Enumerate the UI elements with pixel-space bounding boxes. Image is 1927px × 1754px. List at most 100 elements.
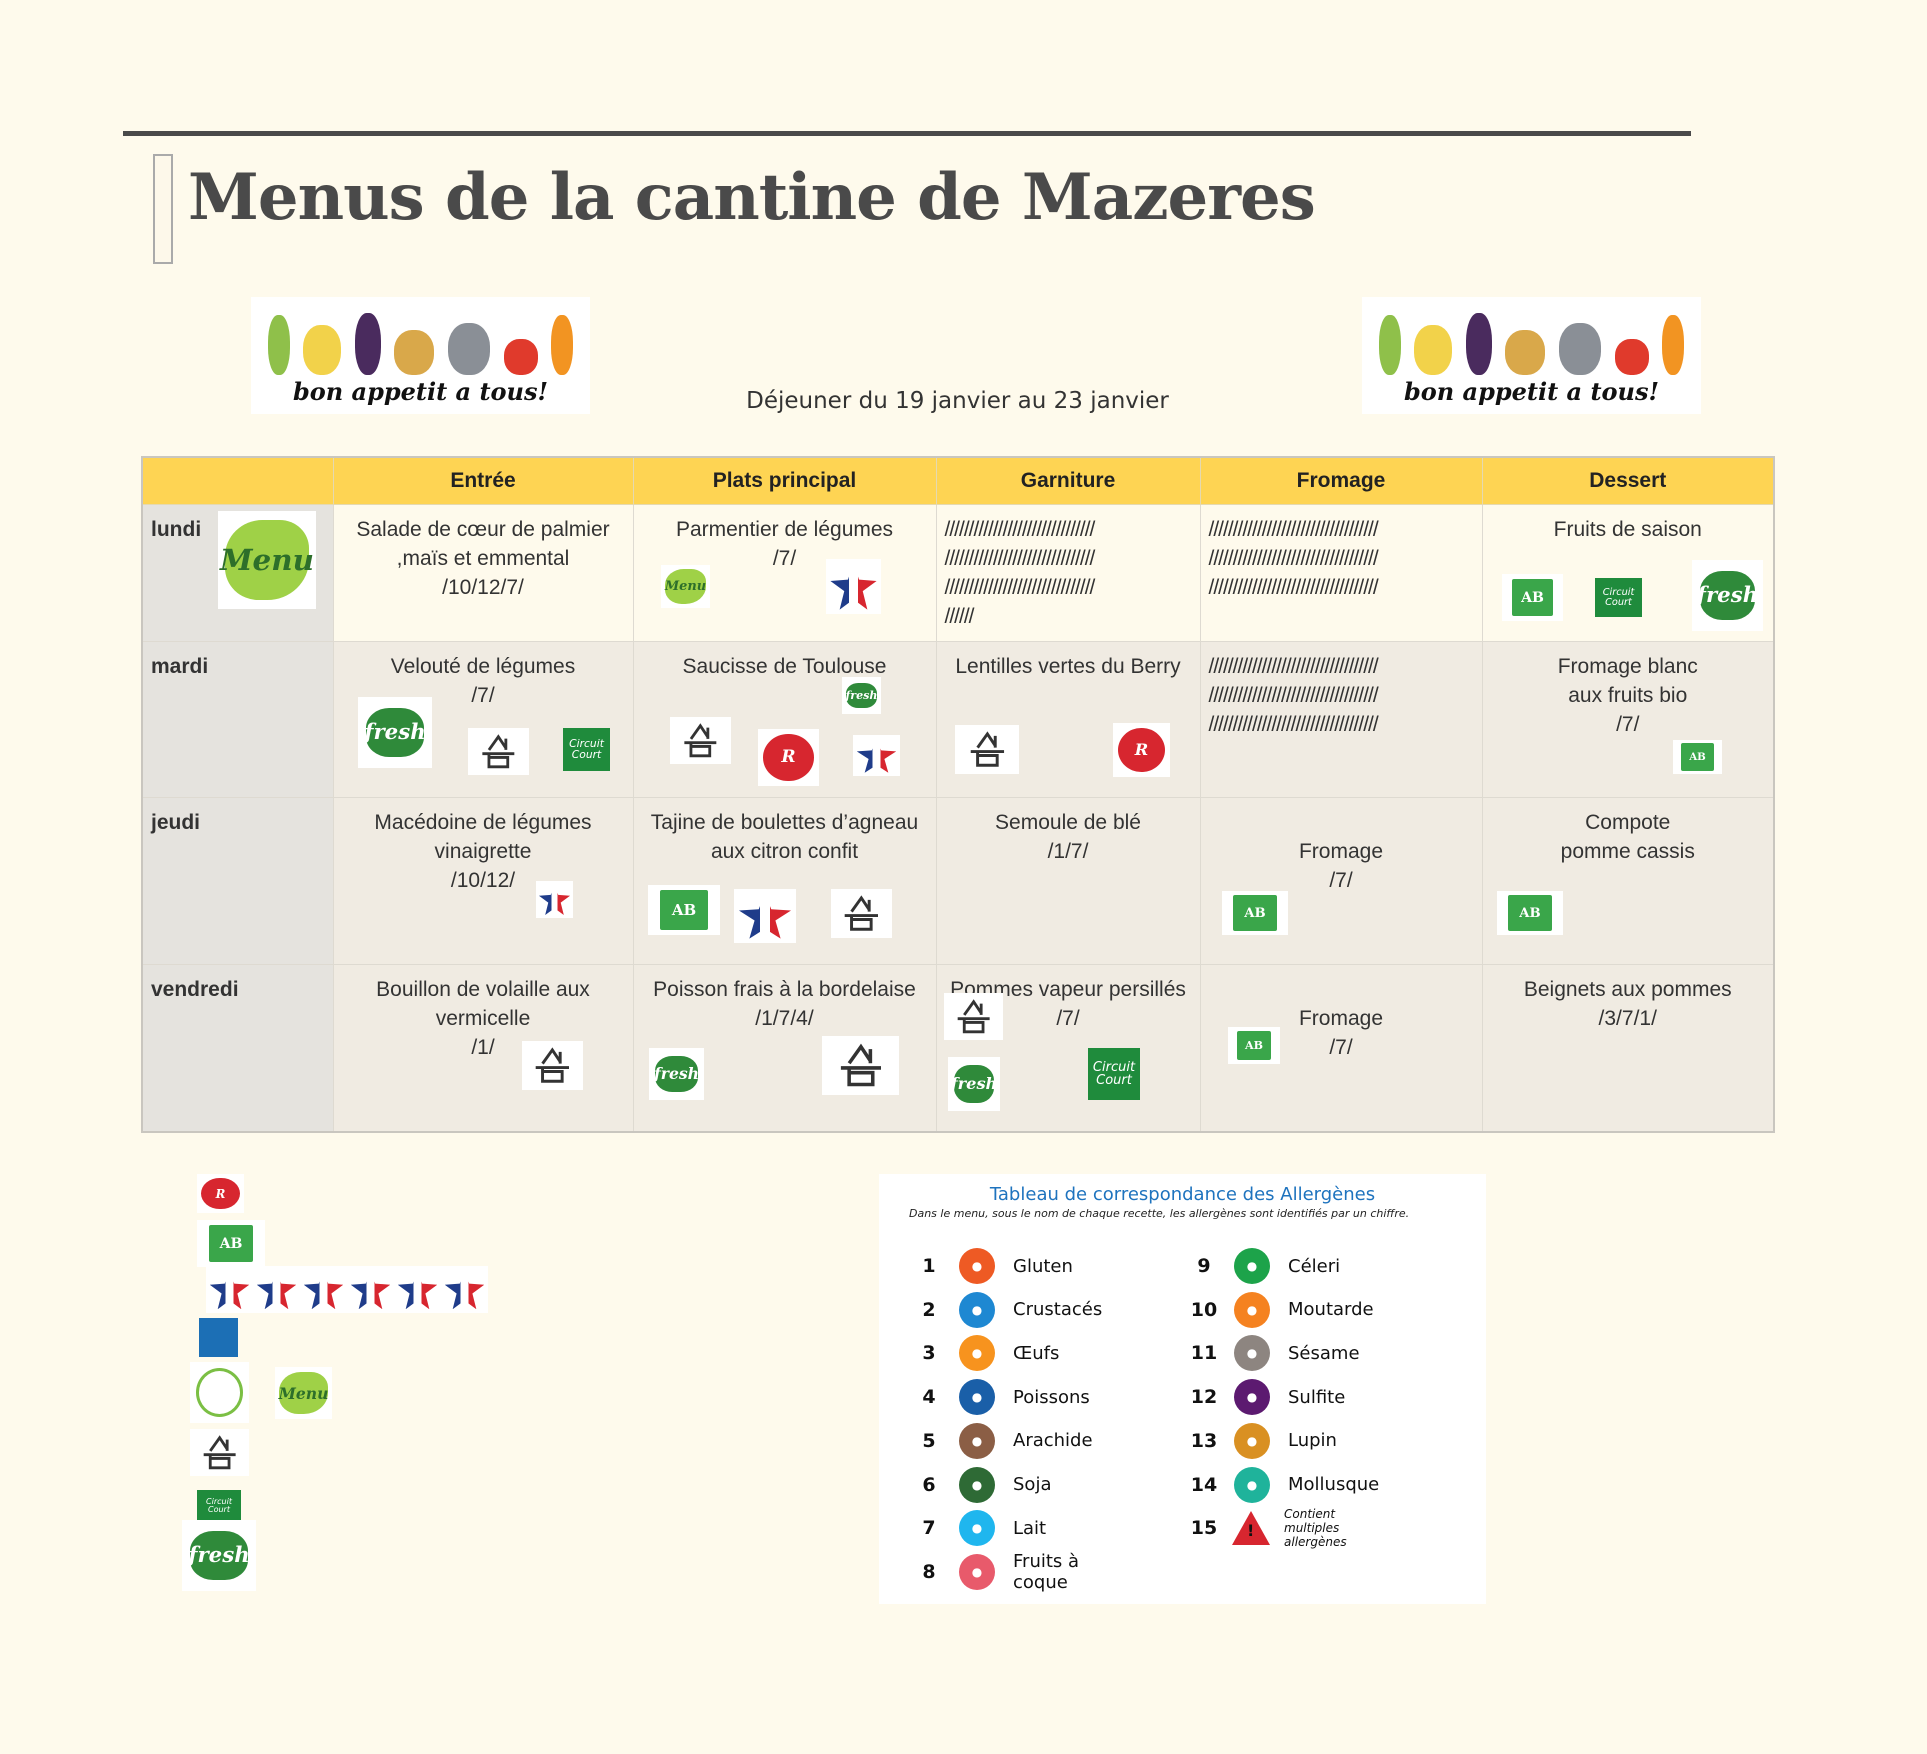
allergen-label: Gluten — [1013, 1255, 1073, 1277]
allergen-icon: ● — [1234, 1335, 1270, 1372]
origine-france-logo — [826, 559, 881, 614]
allergen-label: Arachide — [1013, 1430, 1093, 1452]
agriculture-biologique-logo: AB — [1222, 891, 1288, 935]
column-header: Fromage — [1199, 456, 1483, 505]
allergen-icon: ● — [959, 1291, 995, 1328]
agriculture-biologique-logo: AB — [1673, 740, 1722, 774]
allergen-item: 14●Mollusque — [1182, 1465, 1379, 1505]
column-header — [141, 456, 334, 505]
allergen-label: Mollusque — [1288, 1474, 1380, 1495]
origine-france-logo — [300, 1266, 347, 1313]
allergen-title: Tableau de correspondance des Allergènes — [989, 1184, 1376, 1205]
allergen-number: 2 — [922, 1298, 936, 1321]
fresh-food-logo: fresh — [649, 1048, 704, 1100]
allergen-icon: ● — [959, 1422, 995, 1459]
allergen-item: 8●Fruits à coque — [907, 1550, 1123, 1593]
allergen-icon: ● — [959, 1248, 995, 1284]
circuit-court-logo: Circuit Court — [197, 1490, 241, 1522]
allergen-number: 1 — [922, 1255, 936, 1277]
allergen-label: Œufs — [1013, 1342, 1060, 1364]
allergen-number: 7 — [922, 1517, 936, 1540]
allergen-label: Céleri — [1288, 1255, 1341, 1277]
allergen-item: 5 ● Arachide — [907, 1421, 1093, 1461]
day-label: vendredi — [141, 963, 334, 1133]
allergen-item: 2 ● Crustacés — [907, 1290, 1102, 1330]
allergen-item: 3●Œufs — [907, 1333, 1059, 1373]
allergen-icon: ● — [1234, 1422, 1270, 1459]
allergen-label: Crustacés — [1013, 1299, 1103, 1321]
fait-maison-icon — [670, 717, 731, 764]
allergen-icon: ● — [959, 1335, 995, 1372]
menu-vegetarien-logo: Menu — [218, 511, 316, 609]
agriculture-biologique-logo: AB — [197, 1220, 265, 1267]
allergen-item: 11●Sésame — [1182, 1333, 1360, 1373]
banner-slogan: bon appetit a tous! — [292, 377, 549, 406]
day-label: mardi — [141, 640, 334, 798]
allergen-item: 12 ● Sulfite — [1182, 1377, 1345, 1417]
table-row: jeudi Macédoine de légumes vinaigrette /… — [141, 796, 1775, 965]
column-header: Plats principal — [632, 456, 937, 505]
allergen-number: 9 — [1197, 1255, 1211, 1277]
day-label: jeudi — [141, 796, 334, 965]
menu-cell: Salade de cœur de palmier ,maïs et emmen… — [332, 503, 634, 642]
title-bracket — [153, 154, 173, 264]
allergen-label: Soja — [1013, 1474, 1052, 1495]
msc-peche-durable-logo — [199, 1318, 238, 1357]
circuit-court-logo: Circuit Court — [1595, 578, 1642, 617]
menu-vegetarien-logo: Menu — [661, 565, 710, 608]
label-rouge-logo: R — [1113, 723, 1170, 777]
warning-icon — [1232, 1511, 1270, 1546]
menu-cell: Semoule de blé /1/7/ — [935, 796, 1201, 965]
allergen-icon: ● — [1234, 1248, 1270, 1284]
allergen-icon: ● — [1234, 1291, 1270, 1328]
allergen-subtitle: Dans le menu, sous le nom de chaque rece… — [909, 1207, 1410, 1220]
fait-maison-icon — [822, 1036, 899, 1095]
vegetable-logo — [190, 1362, 249, 1423]
allergen-icon: ● — [1234, 1379, 1270, 1416]
banner-right: bon appetit a tous! — [1362, 297, 1701, 414]
allergen-number: 11 — [1190, 1342, 1218, 1365]
agriculture-biologique-logo: AB — [1502, 574, 1563, 621]
allergen-item: 6●Soja — [907, 1465, 1051, 1505]
origine-france-logo — [536, 881, 573, 918]
column-header: Dessert — [1481, 456, 1775, 505]
allergen-number: 12 — [1190, 1386, 1218, 1409]
allergen-label: Fruits à coque — [1013, 1550, 1080, 1593]
allergen-number: 5 — [922, 1429, 936, 1452]
allergen-label: Sulfite — [1288, 1386, 1346, 1408]
allergen-item: 15Contient multiples allergènes — [1182, 1507, 1394, 1549]
allergen-number: 13 — [1190, 1429, 1218, 1452]
allergen-number: 15 — [1190, 1517, 1218, 1540]
fait-maison-icon — [955, 725, 1019, 774]
header-row: Entrée Plats principal Garniture Fromage… — [141, 456, 1775, 505]
top-rule — [123, 131, 1691, 136]
banner-slogan: bon appetit a tous! — [1403, 377, 1660, 406]
origine-france-logo — [441, 1266, 488, 1313]
allergen-icon: ● — [959, 1466, 995, 1503]
vegetables-illustration — [1372, 305, 1691, 375]
fait-maison-icon — [468, 728, 529, 775]
label-rouge-logo: R — [758, 729, 819, 786]
origine-france-logo — [394, 1266, 441, 1313]
label-rouge-logo: R — [197, 1174, 244, 1213]
agriculture-biologique-logo: AB — [648, 885, 720, 935]
menu-cell: Bouillon de volaille aux vermicelle /1/ — [332, 963, 634, 1133]
column-header: Garniture — [935, 456, 1201, 505]
fait-maison-icon — [944, 993, 1003, 1040]
origine-france-logo — [253, 1266, 300, 1313]
menu-cell: Fromage blanc aux fruits bio /7/ — [1481, 640, 1775, 798]
circuit-court-logo: Circuit Court — [1088, 1048, 1140, 1100]
allergen-table: Tableau de correspondance des Allergènes… — [879, 1174, 1486, 1604]
agriculture-biologique-logo: AB — [1228, 1027, 1280, 1064]
fait-maison-icon — [522, 1041, 583, 1090]
menu-cell: Beignets aux pommes /3/7/1/ — [1481, 963, 1775, 1133]
allergen-item: 13●Lupin — [1182, 1421, 1337, 1461]
allergen-icon: ● — [959, 1553, 995, 1590]
origine-france-logo — [347, 1266, 394, 1313]
menu-cell: Fromage /7/ — [1199, 796, 1483, 965]
circuit-court-logo: Circuit Court — [563, 728, 610, 771]
allergen-item: 1 ● Gluten — [907, 1246, 1073, 1286]
fresh-food-logo: fresh — [1692, 560, 1763, 631]
fresh-food-logo: fresh — [182, 1520, 256, 1591]
allergen-number: 14 — [1190, 1473, 1218, 1496]
